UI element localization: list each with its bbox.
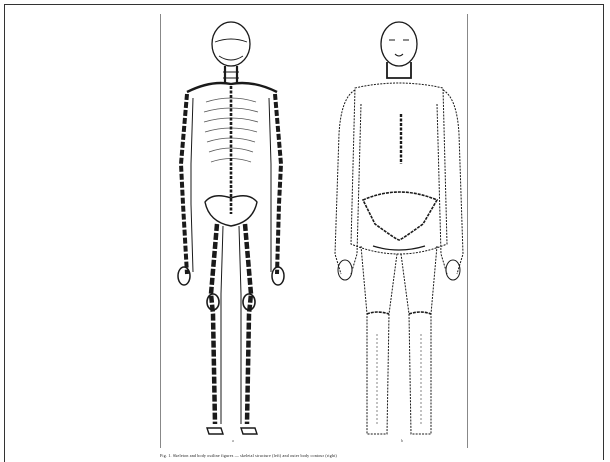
body-outline-figure bbox=[335, 22, 463, 434]
outline-briefs bbox=[363, 192, 437, 240]
figure-caption: Fig. 1. Skeleton and body outline figure… bbox=[160, 451, 470, 461]
skeleton-left-arm bbox=[181, 94, 187, 274]
outline-left-arm bbox=[335, 90, 361, 274]
skeleton-ribcage bbox=[204, 98, 258, 162]
outline-right-arm bbox=[437, 90, 463, 274]
outline-head bbox=[381, 22, 417, 66]
skeleton-neck bbox=[225, 66, 237, 82]
skeleton-right-leg bbox=[245, 224, 251, 424]
anatomy-figure bbox=[161, 14, 469, 448]
outline-right-leg bbox=[401, 246, 437, 434]
figure-mark-a: a bbox=[232, 438, 234, 443]
skeleton-figure bbox=[178, 22, 284, 434]
outline-left-leg bbox=[361, 246, 397, 434]
outline-torso bbox=[351, 83, 447, 254]
skeleton-skull bbox=[212, 22, 250, 66]
skeleton-right-arm bbox=[275, 94, 281, 274]
figure-mark-b: b bbox=[401, 438, 403, 443]
scanned-page bbox=[160, 14, 468, 448]
skeleton-left-leg bbox=[211, 224, 217, 424]
